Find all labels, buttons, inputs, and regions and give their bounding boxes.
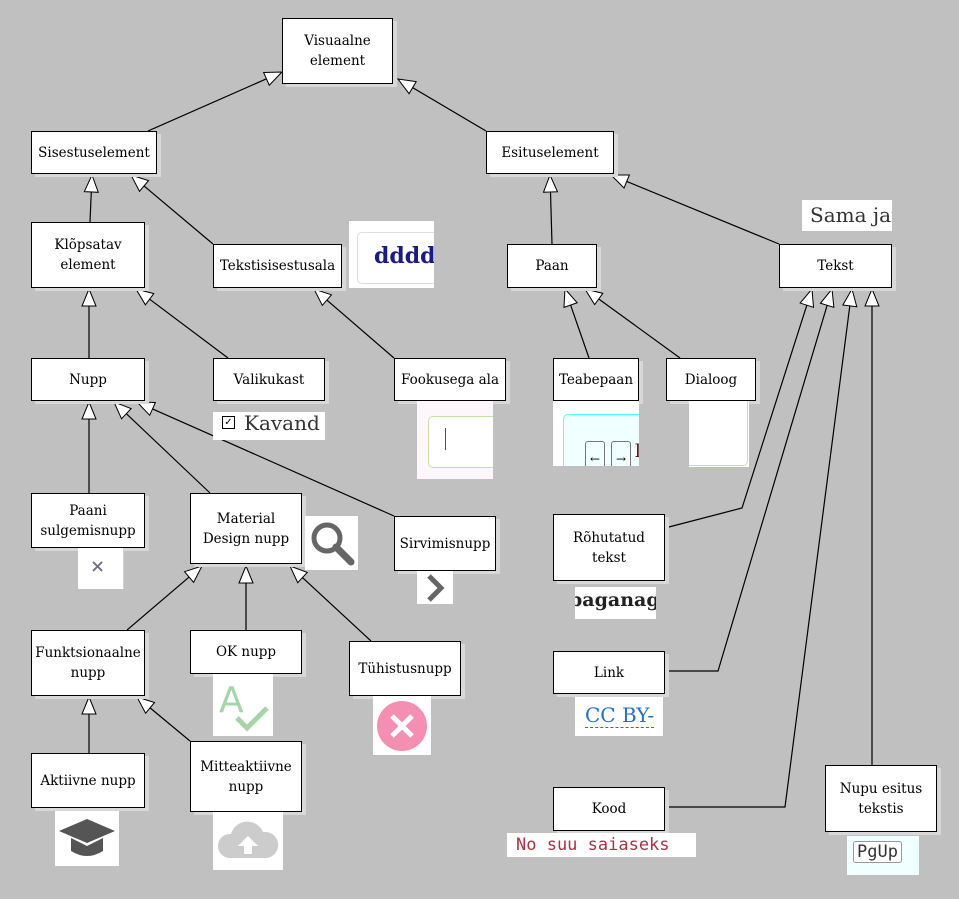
- class-node-rohutatud: Rõhutatud tekst: [553, 514, 665, 581]
- inheritance-arrowhead: [262, 71, 284, 87]
- inheritance-arrowhead: [313, 288, 333, 307]
- class-node-klopsatav: Klõpsatav element: [31, 222, 145, 288]
- inheritance-arrowhead: [799, 287, 815, 309]
- edge-kood-to-tekst: [665, 305, 851, 808]
- edge-tuhistus-to-material: [302, 577, 372, 642]
- inheritance-arrowhead: [609, 174, 631, 189]
- class-node-tuhistus: Tühistusnupp: [349, 641, 461, 696]
- checkbox-icon: ✓: [222, 416, 235, 429]
- graduation-cap-icon: [55, 811, 119, 866]
- edge-sisestus-to-visuaalne: [147, 78, 267, 132]
- class-node-valikukast: Valikukast: [213, 358, 325, 401]
- close-button-preview: ×: [78, 548, 124, 589]
- chevron-right-icon: [417, 571, 453, 604]
- class-node-tekstisisestus: Tekstisisestusala: [213, 244, 342, 288]
- svg-text:A: A: [219, 680, 244, 721]
- emphasized-text-preview: baganaga: [575, 587, 656, 619]
- checkbox-label: Kavand: [244, 412, 320, 435]
- info-pane-preview: ← → l: [553, 401, 639, 466]
- inheritance-arrowhead: [238, 564, 254, 584]
- spellcheck-icon: A: [213, 674, 273, 736]
- emphasized-text: baganaga: [575, 589, 656, 611]
- focus-area-preview: [417, 401, 493, 479]
- keyboard-key: PgUp: [853, 841, 902, 863]
- inheritance-arrowhead: [81, 400, 97, 420]
- arrow-right-icon: →: [611, 441, 631, 466]
- class-node-ok: OK nupp: [190, 630, 302, 674]
- inheritance-arrowhead: [583, 288, 604, 306]
- edge-material-to-nupp: [125, 413, 211, 494]
- edge-paan-to-esitus: [549, 191, 553, 245]
- class-node-nupuesitus: Nupu esitus tekstis: [825, 765, 937, 832]
- info-pane-text: l: [635, 441, 639, 462]
- link-text[interactable]: CC BY-: [585, 703, 655, 728]
- class-node-paan: Paan: [507, 244, 597, 288]
- inheritance-arrowhead: [542, 173, 559, 193]
- inheritance-arrowhead: [83, 173, 99, 193]
- dialog-preview: [689, 401, 749, 467]
- inheritance-arrowhead: [113, 401, 133, 420]
- code-preview: No suu saiaseks: [507, 833, 696, 857]
- edge-link-to-tekst: [665, 305, 828, 672]
- class-node-dialoog: Dialoog: [666, 358, 756, 401]
- arrow-left-icon: ←: [585, 441, 605, 466]
- edge-teabepaan-to-paan: [570, 304, 590, 359]
- edge-valikukast-to-klopsatav: [149, 298, 229, 359]
- class-node-tekst: Tekst: [779, 244, 892, 288]
- edge-rohutatud-to-tekst: [664, 305, 808, 529]
- close-icon: ×: [90, 556, 106, 577]
- edge-mitteaktiivne-to-funktsionaalne: [149, 707, 191, 742]
- edge-sirvimis-to-nupp: [152, 408, 395, 517]
- edge-funktsionaalne-to-material: [126, 576, 190, 631]
- checkbox-preview: ✓ Kavand: [213, 412, 325, 440]
- edge-dialoog-to-paan: [598, 298, 681, 359]
- class-node-material: Material Design nupp: [190, 493, 302, 564]
- inheritance-arrowhead: [819, 287, 835, 308]
- edge-fookus-to-tekstisisestus: [326, 299, 395, 359]
- class-node-sirvimis: Sirvimisnupp: [394, 516, 496, 571]
- cloud-upload-icon: [213, 812, 283, 870]
- class-node-kood: Kood: [553, 787, 665, 831]
- inheritance-arrowhead: [134, 288, 155, 306]
- class-node-funktsionaalne: Funktsionaalne nupp: [31, 630, 145, 696]
- edge-klopsatav-to-sisestus: [89, 191, 92, 223]
- inheritance-arrowhead: [289, 565, 309, 584]
- class-node-sulgemis: Paani sulgemisnupp: [31, 493, 145, 548]
- class-node-visuaalne: Visuaalne element: [282, 18, 393, 84]
- inheritance-arrowhead: [81, 287, 97, 307]
- text-input-value: dddd: [374, 243, 434, 269]
- class-node-link: Link: [553, 651, 665, 694]
- class-node-esitus: Esituselement: [486, 131, 614, 174]
- class-node-fookus: Fookusega ala: [394, 358, 506, 401]
- inheritance-arrowhead: [129, 174, 150, 193]
- class-node-aktiivne: Aktiivne nupp: [31, 753, 145, 808]
- class-node-sisestus: Sisestuselement: [31, 131, 157, 174]
- edge-tekst-to-esitus: [626, 180, 780, 245]
- key-preview: PgUp: [847, 836, 919, 875]
- cancel-circle-icon: [373, 696, 431, 755]
- inheritance-arrowhead: [396, 78, 418, 95]
- inheritance-arrowhead: [135, 401, 157, 417]
- class-node-teabepaan: Teabepaan: [553, 358, 639, 401]
- inheritance-arrowhead: [563, 287, 579, 309]
- inheritance-arrowhead: [183, 565, 203, 584]
- edge-esitus-to-visuaalne: [412, 87, 487, 132]
- text-input-preview: dddd: [349, 221, 434, 288]
- same-text: Sama jar: [810, 203, 892, 227]
- inheritance-arrowhead: [864, 287, 880, 307]
- edge-tekstisisestus-to-sisestus: [143, 185, 214, 245]
- code-text: No suu saiaseks: [516, 835, 670, 855]
- inheritance-arrowhead: [135, 696, 156, 715]
- same-text-preview: Sama jar: [802, 200, 892, 231]
- inheritance-arrowhead: [81, 695, 97, 715]
- search-icon: [305, 516, 358, 570]
- link-preview: CC BY-: [575, 697, 663, 736]
- class-node-nupp: Nupp: [31, 358, 145, 401]
- class-node-mitteaktiivne: Mitteaktiivne nupp: [190, 741, 302, 812]
- inheritance-arrowhead: [842, 287, 858, 308]
